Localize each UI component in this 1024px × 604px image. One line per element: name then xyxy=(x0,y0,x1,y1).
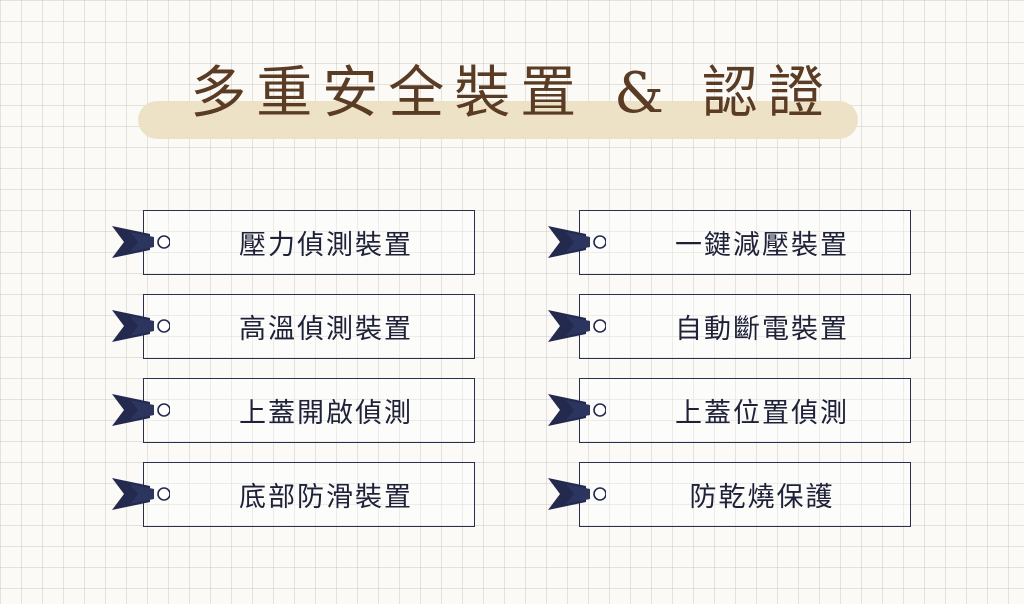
title-area: 多重安全裝置 & 認證 xyxy=(0,52,1024,152)
feature-tag: 自動斷電裝置 xyxy=(579,294,911,359)
ribbon-grommet-icon xyxy=(112,226,170,258)
ribbon-grommet-icon xyxy=(112,478,170,510)
feature-label: 高溫偵測裝置 xyxy=(239,314,413,345)
ribbon-grommet-icon xyxy=(548,226,606,258)
page-title: 多重安全裝置 & 認證 xyxy=(190,61,834,126)
feature-tag: 底部防滑裝置 xyxy=(143,462,475,527)
ribbon-grommet-icon xyxy=(112,394,170,426)
feature-label: 自動斷電裝置 xyxy=(675,314,849,345)
feature-label: 壓力偵測裝置 xyxy=(239,230,413,261)
feature-tag: 防乾燒保護 xyxy=(579,462,911,527)
ribbon-grommet-icon xyxy=(548,310,606,342)
ribbon-grommet-icon xyxy=(548,478,606,510)
feature-label: 底部防滑裝置 xyxy=(239,482,413,513)
feature-tag: 一鍵減壓裝置 xyxy=(579,210,911,275)
feature-tag: 上蓋開啟偵測 xyxy=(143,378,475,443)
title-highlight xyxy=(138,101,858,139)
feature-tag: 上蓋位置偵測 xyxy=(579,378,911,443)
ribbon-grommet-icon xyxy=(548,394,606,426)
ribbon-grommet-icon xyxy=(112,310,170,342)
feature-label: 防乾燒保護 xyxy=(689,482,835,513)
feature-label: 上蓋位置偵測 xyxy=(675,398,849,429)
feature-tag: 高溫偵測裝置 xyxy=(143,294,475,359)
feature-label: 上蓋開啟偵測 xyxy=(239,398,413,429)
feature-tag: 壓力偵測裝置 xyxy=(143,210,475,275)
feature-label: 一鍵減壓裝置 xyxy=(675,230,849,261)
